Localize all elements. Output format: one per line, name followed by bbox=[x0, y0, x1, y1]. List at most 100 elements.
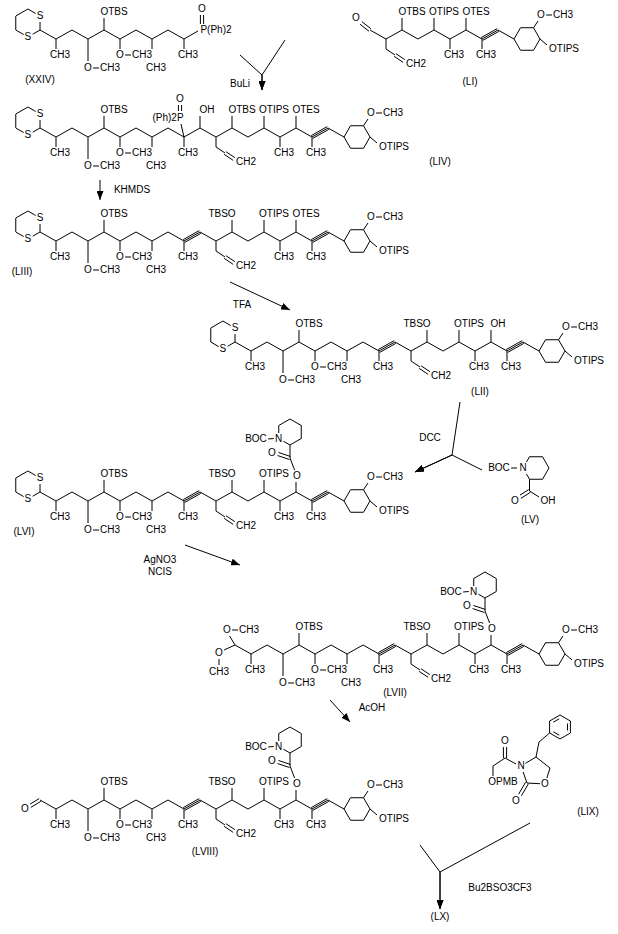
atom-label: CH3 bbox=[340, 677, 362, 689]
atom-label: CH2 bbox=[430, 673, 452, 685]
bond-line bbox=[311, 491, 327, 500]
bond-line bbox=[104, 480, 105, 492]
atom-label: N bbox=[274, 741, 283, 753]
bond-line bbox=[280, 137, 281, 147]
bond-line bbox=[370, 137, 377, 143]
bond-line bbox=[312, 809, 313, 819]
bond-line bbox=[411, 654, 420, 670]
bond-line bbox=[344, 126, 370, 149]
compound-number: (LV) bbox=[520, 514, 540, 526]
bond-line bbox=[463, 591, 469, 593]
bond-line bbox=[370, 241, 377, 247]
atom-label: O bbox=[197, 3, 207, 15]
atom-label: CH3 bbox=[208, 666, 230, 678]
bond-line bbox=[290, 445, 291, 458]
atom-label: S bbox=[36, 10, 45, 22]
atom-label: O bbox=[175, 93, 185, 105]
atom-label: CH2 bbox=[235, 156, 257, 168]
atom-label: OTIPS bbox=[258, 468, 290, 480]
atom-label: P(Ph)2 bbox=[199, 24, 232, 36]
bond-line bbox=[235, 645, 539, 654]
bond-line bbox=[40, 30, 184, 39]
atom-label: CH3 bbox=[500, 361, 522, 373]
bond-line bbox=[88, 809, 89, 831]
atom-label: O bbox=[561, 321, 571, 333]
bond-line bbox=[378, 341, 394, 350]
atom-label: S bbox=[231, 322, 240, 334]
atom-label: O bbox=[351, 12, 361, 24]
atom-label: CH3 bbox=[305, 147, 327, 159]
reaction-arrow bbox=[230, 282, 290, 310]
bond-line bbox=[232, 788, 233, 800]
atom-label: CH3 bbox=[99, 160, 121, 172]
bond-line bbox=[402, 18, 403, 30]
bond-line bbox=[507, 654, 508, 664]
bond-line bbox=[216, 501, 225, 517]
bond-line bbox=[344, 230, 370, 253]
bond-line bbox=[519, 782, 526, 794]
bond-line bbox=[370, 809, 377, 815]
compound-number: (LX) bbox=[430, 911, 451, 923]
atom-label: CH3 bbox=[382, 211, 404, 223]
bond-line bbox=[264, 220, 265, 232]
atom-label: BOC bbox=[244, 433, 268, 445]
atom-label: CH3 bbox=[99, 524, 121, 536]
atom-label: O bbox=[310, 664, 320, 676]
atom-label: CH3 bbox=[273, 251, 295, 263]
atom-label: O bbox=[267, 447, 277, 459]
atom-label: OTBS bbox=[99, 6, 128, 18]
atom-label: OTES bbox=[461, 6, 490, 18]
bond-line bbox=[565, 351, 572, 357]
bond-line bbox=[181, 105, 182, 111]
atom-label: OTIPS bbox=[258, 104, 290, 116]
bond-line bbox=[120, 809, 121, 819]
atom-label: O bbox=[510, 495, 520, 507]
atom-label: OH bbox=[490, 318, 507, 330]
bond-line bbox=[232, 220, 233, 232]
bond-line bbox=[491, 330, 492, 342]
bond-line bbox=[277, 456, 289, 460]
bond-line bbox=[299, 633, 300, 645]
bond-line bbox=[370, 501, 377, 507]
bond-line bbox=[181, 124, 184, 137]
bond-line bbox=[450, 39, 451, 49]
compound: (XXIV) bbox=[0, 0, 240, 90]
atom-label: S bbox=[219, 343, 228, 355]
bond-line bbox=[216, 241, 225, 257]
bond-line bbox=[251, 351, 252, 361]
bond-line bbox=[311, 127, 327, 136]
atom-label: OTBS bbox=[99, 468, 128, 480]
atom-label: CH3 bbox=[131, 49, 153, 61]
bond-line bbox=[219, 659, 220, 665]
bond-line bbox=[277, 764, 289, 768]
atom-label: O bbox=[115, 511, 125, 523]
bond-line bbox=[268, 746, 274, 748]
atom-label: S bbox=[24, 31, 33, 43]
atom-label: CH3 bbox=[273, 147, 295, 159]
atom-label: O bbox=[366, 471, 376, 483]
compound-number: (LVI) bbox=[13, 526, 36, 538]
bond-line bbox=[251, 654, 252, 664]
bond-line bbox=[506, 341, 522, 350]
bond-line bbox=[296, 116, 297, 128]
atom-label: O bbox=[115, 147, 125, 159]
atom-label: OTIPS bbox=[453, 318, 485, 330]
bond-line bbox=[491, 635, 492, 645]
bond-line bbox=[31, 801, 41, 807]
atom-label: O bbox=[267, 755, 277, 767]
bond-line bbox=[505, 758, 516, 764]
bond-line bbox=[283, 351, 284, 373]
bond-line bbox=[296, 790, 297, 800]
bond-line bbox=[56, 137, 57, 147]
atom-label: CH3 bbox=[131, 251, 153, 263]
bond-line bbox=[203, 15, 204, 24]
atom-label: CH3 bbox=[443, 49, 465, 61]
atom-label: O bbox=[292, 470, 302, 482]
atom-label: CH3 bbox=[145, 832, 167, 844]
bond-line bbox=[529, 479, 530, 491]
bond-line bbox=[40, 492, 344, 501]
bond-line bbox=[344, 798, 370, 821]
bond-line bbox=[362, 22, 371, 29]
atom-label: CH3 bbox=[273, 511, 295, 523]
atom-label: CH3 bbox=[177, 819, 199, 831]
